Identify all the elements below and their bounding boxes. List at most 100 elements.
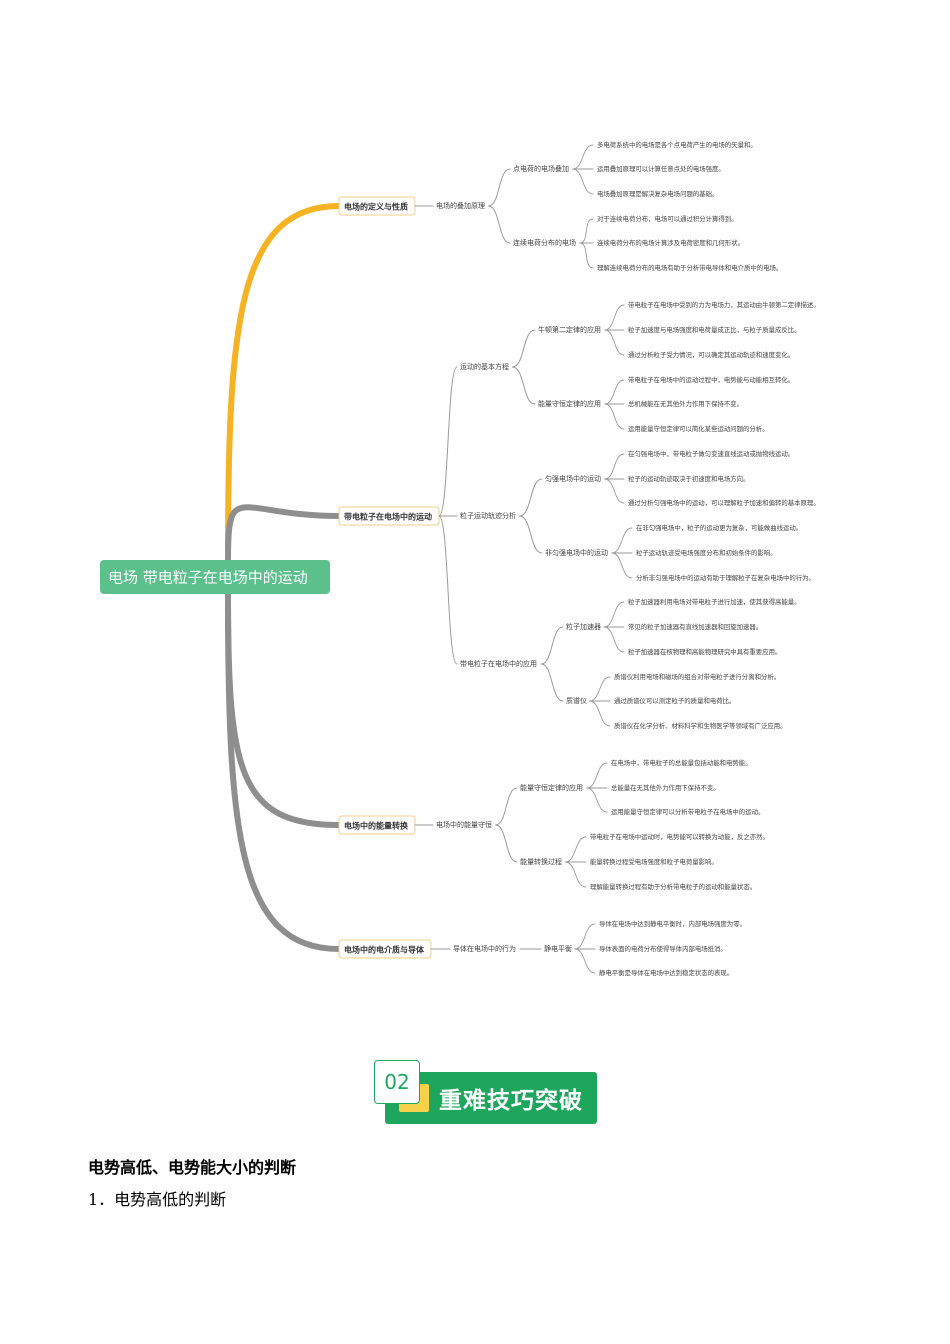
connector-leaf-4-1-1-1 [574,923,596,950]
connector-l3-2-2-1 [519,478,543,517]
leaf-label: 带电粒子在电场中的运动过程中，电势能与动能相互转化。 [628,375,794,384]
leaf-label: 通过分析匀强电场中的运动，可以理解粒子加速和偏转的基本原理。 [628,498,820,507]
leaf-label: 粒子加速器在核物理和高能物理研究中具有重要应用。 [628,647,781,656]
topic-label: 粒子加速器 [566,622,601,631]
leaf-label: 连续电荷分布的电场计算涉及电荷密度和几何形状。 [597,238,744,247]
leaf-label: 电场叠加原理是解决复杂电场问题的基础。 [597,189,718,198]
leaf-label: 通过质谱仪可以测定粒子的质量和电荷比。 [614,696,735,705]
section-banner: 重难技巧突破 [385,1072,597,1124]
branch-label-1: 电场的定义与性质 [344,202,408,212]
connector-leaf-2-1-1-3 [604,329,625,356]
topic-label: 能量转换过程 [520,857,562,866]
connector-leaf-2-3-1-1 [603,601,625,628]
leaf-label: 质谱仪利用电场和磁场的组合对带电粒子进行分离和分析。 [614,672,780,681]
leaf-label: 对于连续电荷分布，电场可以通过积分计算得到。 [597,214,738,223]
subtopic-label: 电场中的能量守恒 [436,820,492,829]
connector-leaf-2-1-1-1 [604,304,625,331]
connector-leaf-2-2-2-1 [611,527,633,554]
leaf-label: 总能量在无其他外力作用下保持不变。 [611,783,720,792]
connector-l3-2-3-1 [540,626,564,665]
connector-l3-1-1-1 [487,168,511,207]
topic-label: 连续电荷分布的电场 [513,238,576,247]
subtopic-label: 运动的基本方程 [460,362,509,371]
mind-map: 电场 带电粒子在电场中的运动 电场的定义与性质 电场的叠加原理 点电荷的电场叠加 多电荷… [100,140,820,977]
leaf-label: 粒子运动轨迹受电场强度分布和初始条件的影响。 [636,548,777,557]
topic-label: 能量守恒定律的应用 [538,399,601,408]
branch-label-3: 电场中的能量转换 [344,821,409,831]
connector-l3-2-1-2 [511,366,536,405]
branch-label-4: 电场中的电介质与导体 [344,945,425,955]
topic-label: 非匀强电场中的运动 [545,548,608,557]
connector-l2-2-3 [438,515,458,665]
leaf-label: 常见的粒子加速器有直线加速器和回旋加速器。 [628,622,762,631]
leaf-label: 带电粒子在电场中运动时，电势能可以转换为动能，反之亦然。 [590,832,769,841]
connector-l3-1-1-2 [487,205,511,244]
leaf-label: 总机械能在无其他外力作用下保持不变。 [628,399,743,408]
banner-number: 02 [374,1060,420,1104]
topic-label: 牛顿第二定律的应用 [538,325,601,334]
connector-leaf-2-2-1-1 [604,453,625,480]
leaf-label: 在电场中，带电粒子的总能量包括动能和电势能。 [611,758,752,767]
banner-title: 重难技巧突破 [439,1088,583,1114]
connector-leaf-2-1-2-3 [604,403,625,430]
connector-leaf-2-3-2-1 [589,676,611,702]
leaf-label: 在匀强电场中，带电粒子做匀变速直线运动或抛物线运动。 [628,449,794,458]
connector-leaf-2-1-2-1 [604,379,625,405]
connector-leaf-3-1-2-1 [564,836,587,863]
leaf-label: 能量转换过程受电场强度和粒子电荷量影响。 [590,857,718,866]
leaf-label: 粒子加速器利用电场对带电粒子进行加速，使其获得高能量。 [628,597,801,606]
subtopic-label: 电场的叠加原理 [436,201,485,210]
connector-l3-3-1-1 [495,787,518,826]
connector-leaf-2-3-1-3 [603,626,625,653]
connector-leaf-4-1-1-3 [574,948,596,974]
topic-label: 质谱仪 [566,696,587,705]
leaf-label: 在非匀强电场中，粒子的运动更为复杂，可能做曲线运动。 [636,523,802,532]
leaf-label: 导体在电场中达到静电平衡时，内部电场强度为零。 [599,919,746,928]
leaf-label: 导体表面的电荷分布使得导体内部电场抵消。 [599,944,727,953]
branch-connector-2 [225,504,342,563]
connector-leaf-2-3-2-3 [589,700,611,727]
connector-l2-2-1 [438,366,458,517]
connector-leaf-2-2-2-3 [611,552,633,579]
topic-label: 能量守恒定律的应用 [520,783,583,792]
topic-label: 匀强电场中的运动 [545,474,601,483]
root-node [100,560,330,594]
branch-label-2: 带电粒子在电场中的运动 [344,512,432,522]
connector-leaf-1-1-1-1 [572,144,594,170]
leaf-label: 理解连续电荷分布的电场有助于分析带电导体和电介质中的电场。 [597,263,782,272]
leaf-label: 质谱仪在化学分析、材料科学和生物医学等领域有广泛应用。 [614,721,787,730]
connector-l3-2-2-2 [519,515,543,554]
leaf-label: 分析非匀强电场中的运动有助于理解粒子在复杂电场中的行为。 [636,573,815,582]
connector-leaf-3-1-2-3 [564,861,587,888]
branch-connector-4 [225,591,342,952]
connector-leaf-3-1-1-3 [586,787,608,813]
branch-connector-1 [225,203,342,563]
leaf-label: 粒子加速度与电场强度和电荷量成正比，与粒子质量成反比。 [628,325,801,334]
connector-l3-2-1-1 [511,329,536,368]
leaf-label: 通过分析粒子受力情况，可以确定其运动轨迹和速度变化。 [628,350,794,359]
leaf-label: 静电平衡是导体在电场中达到稳定状态的表现。 [599,968,733,977]
leaf-label: 运用能量守恒定律可以简化某些运动问题的分析。 [628,424,769,433]
connector-leaf-3-1-1-1 [586,762,608,789]
subtopic-label: 带电粒子在电场中的应用 [460,659,537,668]
leaf-label: 运用叠加原理可以计算任意点处的电场强度。 [597,164,725,173]
leaf-label: 带电粒子在电场中受到的力为电场力，其运动由牛顿第二定律描述。 [628,300,820,309]
connector-leaf-1-1-2-1 [579,218,594,244]
leaf-label: 粒子的运动轨迹取决于初速度和电场方向。 [628,474,749,483]
connector-l3-2-3-2 [540,663,564,702]
connector-leaf-1-1-2-3 [579,242,594,269]
connector-leaf-1-1-1-3 [572,168,594,195]
root-node-label: 电场 带电粒子在电场中的运动 [108,569,308,587]
section-heading: 电势高低、电势能大小的判断 [88,1158,297,1177]
section-item: 1．电势高低的判断 [88,1190,227,1209]
topic-label: 点电荷的电场叠加 [513,164,569,173]
leaf-label: 理解能量转换过程有助于分析带电粒子的运动和能量状态。 [590,882,756,891]
leaf-label: 运用能量守恒定律可以分析带电粒子在电场中的运动。 [611,807,764,816]
connector-l3-3-1-2 [495,824,518,863]
topic-label: 静电平衡 [544,944,572,953]
leaf-label: 多电荷系统中的电场是各个点电荷产生的电场的矢量和。 [597,140,757,149]
branch-connector-3 [225,591,342,828]
subtopic-label: 导体在电场中的行为 [453,944,516,953]
subtopic-label: 粒子运动轨迹分析 [460,511,516,520]
connector-leaf-2-2-1-3 [604,478,625,504]
